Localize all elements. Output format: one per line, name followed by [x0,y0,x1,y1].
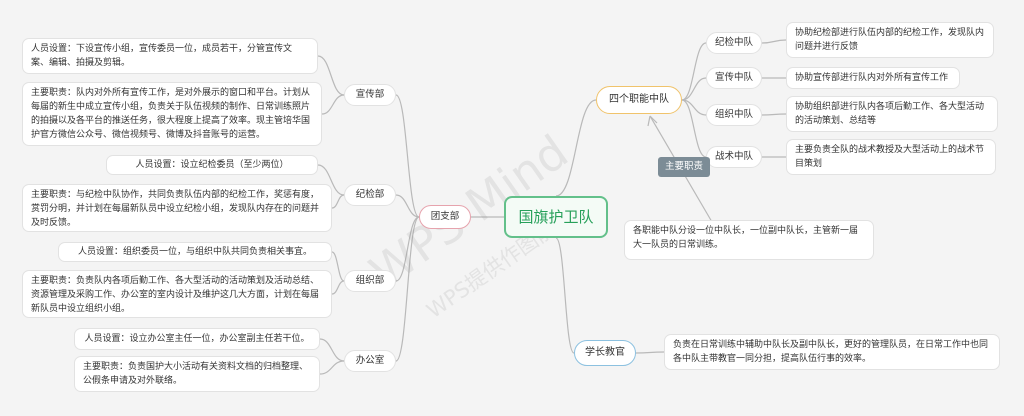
squad-xuanchuan-desc[interactable]: 协助宣传部进行队内对外所有宣传工作 [786,67,960,89]
xuezhang-desc[interactable]: 负责在日常训练中辅助中队长及副中队长，更好的管理队员，在日常工作中也同各中队主带… [664,334,1000,370]
sige-note[interactable]: 各职能中队分设一位中队长，一位副中队长，主管新一届大一队员的日常训练。 [624,220,874,260]
branch-xuezhang[interactable]: 学长教官 [574,340,636,366]
main-duty-tag[interactable]: 主要职责 [658,157,710,177]
link-root-xuezhang [555,237,575,354]
squad-xuanchuan[interactable]: 宣传中队 [706,67,762,89]
link-squad3-desc [761,113,787,116]
xuanchuan-duty[interactable]: 主要职责：队内对外所有宣传工作，是对外展示的窗口和平台。计划从每届的新生中成立宣… [22,82,322,146]
jijian-staff[interactable]: 人员设置：设立纪检委员（至少两位） [106,155,318,175]
zuzhi-staff[interactable]: 人员设置：组织委员一位，与组织中队共同负责相关事宜。 [58,242,332,262]
link-xuezhang-desc [635,351,665,354]
link-bangong-duty [319,360,345,375]
link-sige-xuanchuan [681,77,707,101]
link-zuzhi-duty [331,280,345,295]
summary-arrowhead [647,115,658,127]
dept-bangong[interactable]: 办公室 [344,350,396,372]
link-jijian-staff [317,164,345,196]
link-sige-zhanshu [681,99,707,158]
link-tuanzhi-bangong [395,216,420,362]
xuanchuan-staff[interactable]: 人员设置：下设宣传小组，宣传委员一位，成员若干，分管宣传文案、编辑、拍摄及剪辑。 [22,38,318,74]
dept-jijian[interactable]: 纪检部 [344,184,396,206]
dept-xuanchuan[interactable]: 宣传部 [344,84,396,106]
squad-zhanshu-desc[interactable]: 主要负责全队的战术教授及大型活动上的战术节目策划 [786,139,996,175]
link-xuanchuan-staff [317,55,345,96]
squad-jijian[interactable]: 纪检中队 [706,32,762,54]
root-node[interactable]: 国旗护卫队 [504,196,608,238]
link-squad1-desc [761,39,787,44]
link-jijian-duty [331,194,345,209]
link-tuanzhi-xuanchuan [395,94,420,218]
branch-tuanzhi[interactable]: 团支部 [419,205,471,229]
bangong-duty[interactable]: 主要职责：负责国护大小活动有关资料文档的归档整理、公假条申请及对外联络。 [74,356,320,392]
squad-zhanshu[interactable]: 战术中队 [706,146,762,168]
link-bangong-staff [319,338,345,362]
bangong-staff[interactable]: 人员设置：设立办公室主任一位，办公室副主任若干位。 [74,328,320,350]
link-zuzhi-staff [331,251,345,282]
squad-zuzhi[interactable]: 组织中队 [706,104,762,126]
link-xuanchuan-duty [321,94,345,115]
link-tuanzhi-jijian [395,194,420,218]
link-root-sige [555,99,597,197]
dept-zuzhi[interactable]: 组织部 [344,270,396,292]
link-tuanzhi-zuzhi [395,216,420,282]
squad-jijian-desc[interactable]: 协助纪检部进行队伍内部的纪检工作，发现队内问题并进行反馈 [786,22,994,58]
squad-zuzhi-desc[interactable]: 协助组织部进行队内各项后勤工作、各大型活动的活动策划、总结等 [786,96,998,132]
jijian-duty[interactable]: 主要职责：与纪检中队协作，共同负责队伍内部的纪检工作，奖惩有度，赏罚分明，并计划… [22,184,332,232]
link-sige-jijian [681,42,707,101]
branch-sige[interactable]: 四个职能中队 [596,86,682,114]
zuzhi-duty[interactable]: 主要职责：负责队内各项后勤工作、各大型活动的活动策划及活动总结、资源管理及采购工… [22,270,332,318]
